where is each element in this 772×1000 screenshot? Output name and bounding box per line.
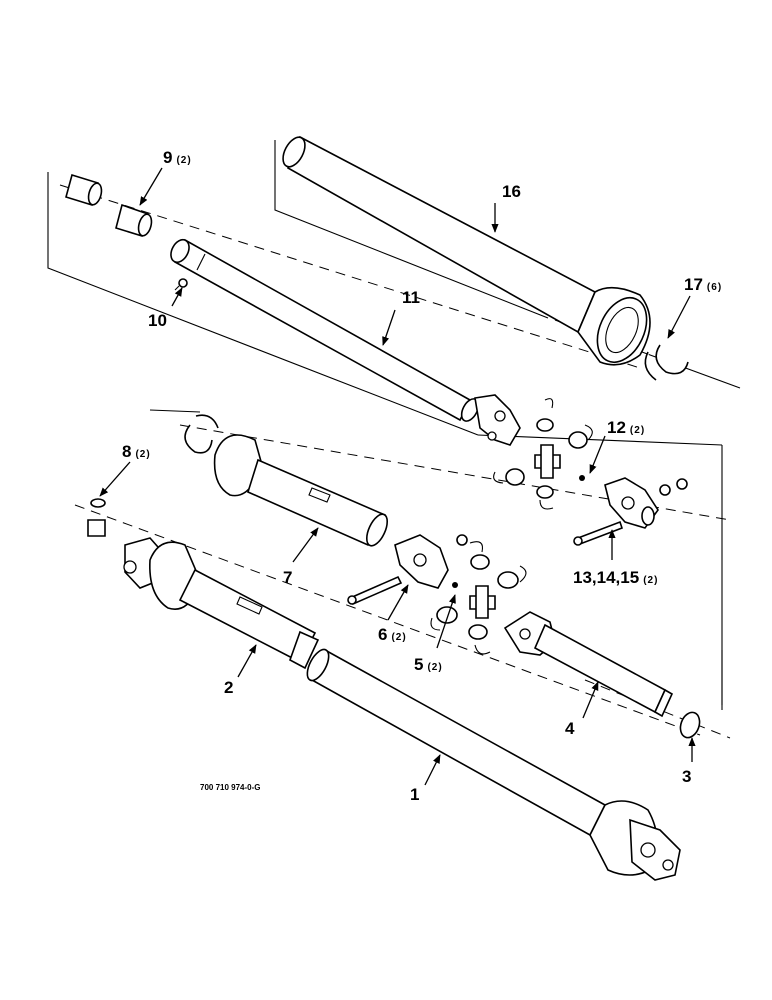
part-6-yoke [347, 534, 449, 606]
callout-13-14-15: 13,14,15(2) [573, 568, 658, 587]
callout-7: 7 [283, 568, 292, 587]
callout-5: 5(2) [414, 655, 443, 674]
part-13-yoke-bolt-upper [573, 477, 688, 546]
part-8-key [87, 498, 106, 537]
part-11-inner-shaft-tube [170, 238, 521, 446]
callout-9: 9(2) [163, 148, 192, 167]
part-9-bearings [65, 173, 153, 238]
part-10-grease-fitting [174, 278, 188, 291]
callout-17: 17(6) [684, 275, 722, 294]
part-4-square-shaft [503, 611, 674, 718]
callout-16: 16 [502, 182, 521, 201]
callout-2: 2 [224, 678, 233, 697]
part-16-outer-guard-tube [282, 135, 651, 366]
callout-11: 11 [402, 288, 420, 307]
callout-6: 6(2) [378, 625, 407, 644]
part-17-retaining-clips [644, 344, 689, 381]
part-1-outer-tube [306, 648, 681, 881]
callout-12: 12(2) [607, 418, 645, 437]
callout-10: 10 [148, 311, 167, 330]
callout-4: 4 [565, 719, 575, 738]
part-2-inner-tube-yoke [123, 537, 320, 670]
part-5-cross-kit-lower [430, 534, 527, 655]
callout-labels: 9(2) 16 17(6) 10 11 12(2) 8(2) 13,14,15(… [122, 148, 722, 804]
part-7-inner-guard [213, 434, 389, 547]
callout-8: 8(2) [122, 442, 151, 461]
part-12-cross-kit-upper [493, 398, 593, 510]
center-lines [59, 184, 731, 739]
part-3-snap-ring [679, 711, 701, 739]
callout-1: 1 [410, 785, 419, 804]
leader-lines [99, 167, 696, 786]
guard-clip-ring [184, 414, 219, 454]
callout-3: 3 [682, 767, 691, 786]
drawing-code: 700 710 974-0-G [200, 783, 261, 792]
